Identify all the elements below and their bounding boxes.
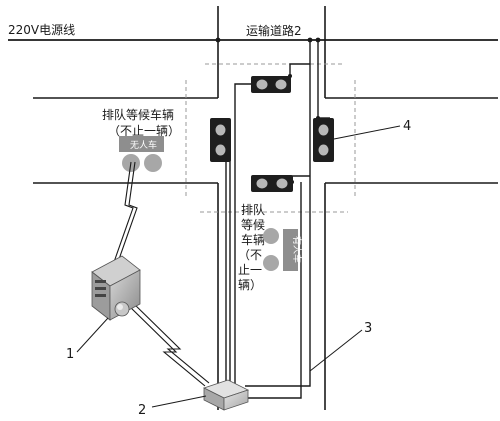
badge-manned: 有人车 — [291, 236, 303, 263]
queue-right-label-line2: 等候 — [241, 218, 265, 232]
traffic-light-left — [210, 118, 231, 162]
vehicle-right-2 — [263, 255, 279, 271]
callout-2: 2 — [138, 403, 146, 418]
queue-right-vehicles: 有人车 — [263, 228, 303, 271]
callout-1: 1 — [66, 347, 74, 362]
traffic-light-top — [251, 76, 291, 93]
queue-left-label-line1: 排队等候车辆 — [102, 107, 174, 122]
queue-right-label-line3: 车辆 — [241, 232, 265, 247]
wiring — [218, 40, 330, 399]
wireless-link-upper — [113, 161, 138, 263]
queue-right-label-line4: （不 — [238, 248, 262, 262]
queue-right-label-line1: 排队 — [241, 202, 265, 217]
callout-3: 3 — [364, 321, 372, 336]
traffic-light-right — [313, 118, 334, 162]
badge-unmanned: 无人车 — [130, 139, 157, 151]
queue-left-label-line2: （不止一辆） — [108, 124, 180, 138]
queue-right-label-line6: 辆） — [238, 278, 262, 292]
controller-box-icon — [202, 379, 250, 411]
queue-left-vehicles: 无人车 — [119, 136, 164, 172]
vehicle-right-1 — [263, 228, 279, 244]
server-icon — [91, 255, 141, 321]
road-edges — [33, 6, 498, 410]
vehicle-left-2 — [144, 154, 162, 172]
road-stop-lines — [185, 63, 356, 213]
road-label: 运输道路2 — [246, 23, 302, 38]
power-line — [8, 37, 498, 43]
power-line-label: 220V电源线 — [8, 23, 75, 37]
callout-leaders — [76, 125, 401, 408]
queue-right-label-line5: 止一 — [238, 263, 262, 277]
queue-right-label: 排队 等候 车辆 （不 止一 辆） — [238, 202, 265, 292]
wireless-link-lower — [126, 300, 210, 387]
traffic-light-middle — [251, 175, 293, 192]
callout-4: 4 — [403, 119, 411, 134]
